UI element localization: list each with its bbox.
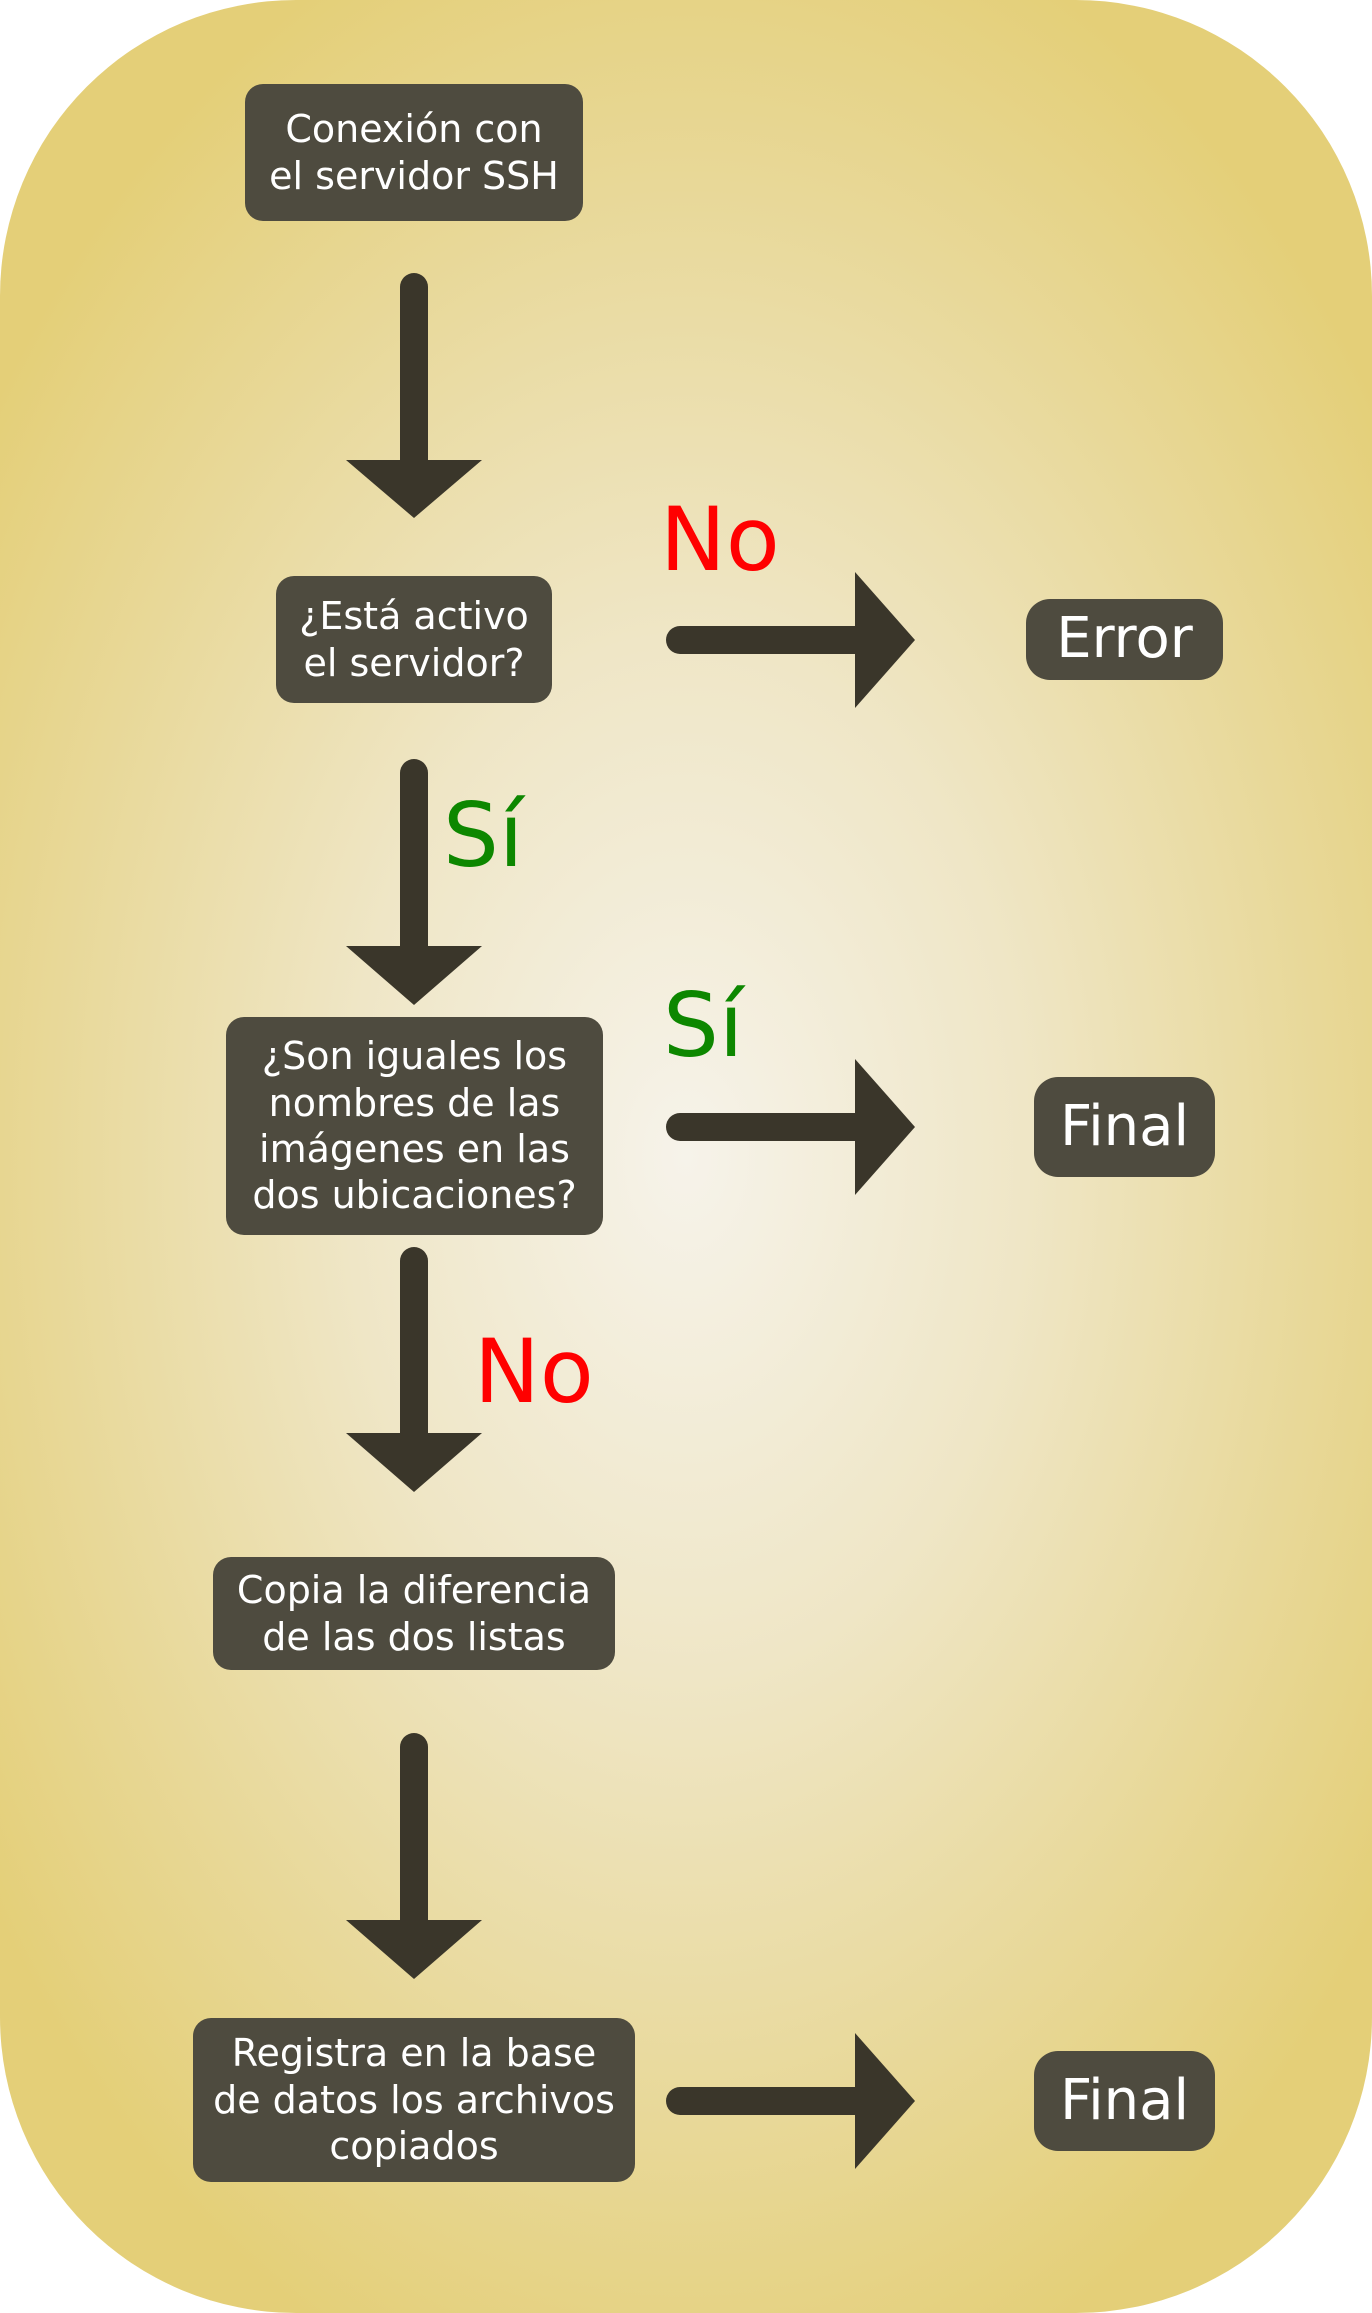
node-error: Error: [1026, 599, 1223, 680]
node-copy-difference: Copia la diferencia de las dos listas: [213, 1557, 615, 1670]
label-server-no: No: [660, 488, 780, 591]
arrow-names-no-to-copy: [346, 1247, 482, 1492]
node-server-active-decision: ¿Está activo el servidor?: [276, 576, 552, 703]
node-final-1: Final: [1034, 1077, 1215, 1177]
label-names-no: No: [474, 1320, 594, 1423]
node-final-2: Final: [1034, 2051, 1215, 2151]
arrow-server-yes-to-names-check: [346, 759, 482, 1005]
label-names-yes: Sí: [663, 974, 744, 1077]
arrow-names-yes-to-final: [666, 1059, 915, 1195]
arrow-copy-to-register: [346, 1733, 482, 1979]
arrow-server-no-to-error: [666, 572, 915, 708]
node-register-db: Registra en la base de datos los archivo…: [193, 2018, 635, 2182]
label-server-yes: Sí: [443, 784, 524, 887]
node-ssh-connection: Conexión con el servidor SSH: [245, 84, 583, 221]
arrow-register-to-final: [666, 2033, 915, 2169]
arrow-ssh-to-server-check: [346, 273, 482, 518]
node-names-equal-decision: ¿Son iguales los nombres de las imágenes…: [226, 1017, 603, 1235]
